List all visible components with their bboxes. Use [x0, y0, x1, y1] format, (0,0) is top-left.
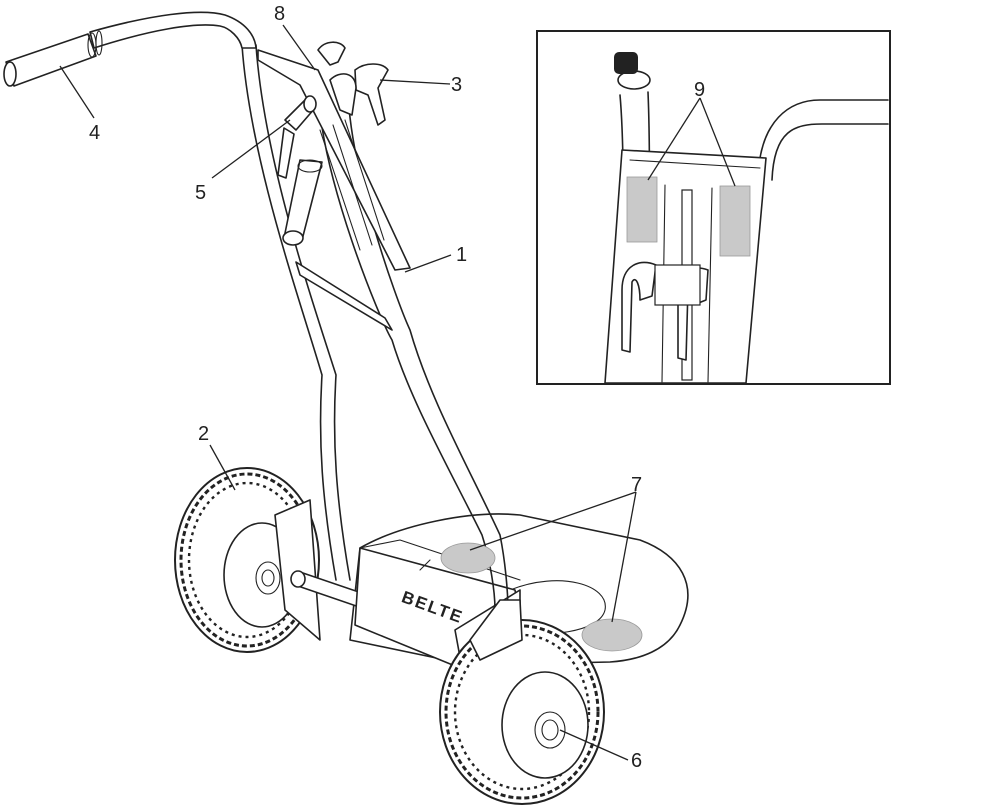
- callout-8: 8: [274, 3, 285, 25]
- label-patch: [719, 185, 751, 257]
- callout-6: 6: [631, 750, 642, 772]
- callout-5: 5: [195, 182, 206, 204]
- callout-1: 1: [456, 244, 467, 266]
- hooks: [317, 41, 389, 126]
- label-patch: [440, 542, 496, 574]
- callout-4: 4: [89, 122, 100, 144]
- handle: [3, 11, 257, 87]
- front-grip: [282, 73, 357, 246]
- callout-3: 3: [451, 74, 462, 96]
- callout-9: 9: [694, 79, 705, 101]
- valve-lever: [277, 95, 317, 179]
- callouts: 1 2 3 4 5 6 7 8 9: [89, 3, 705, 772]
- label-patch: [626, 176, 658, 243]
- leader-lines: [59, 24, 736, 761]
- base-labels: [440, 542, 643, 652]
- detail-inset: [536, 30, 891, 385]
- callout-7: 7: [631, 474, 642, 496]
- label-patch: [581, 618, 643, 652]
- callout-2: 2: [198, 423, 209, 445]
- right-wheel: [439, 599, 605, 805]
